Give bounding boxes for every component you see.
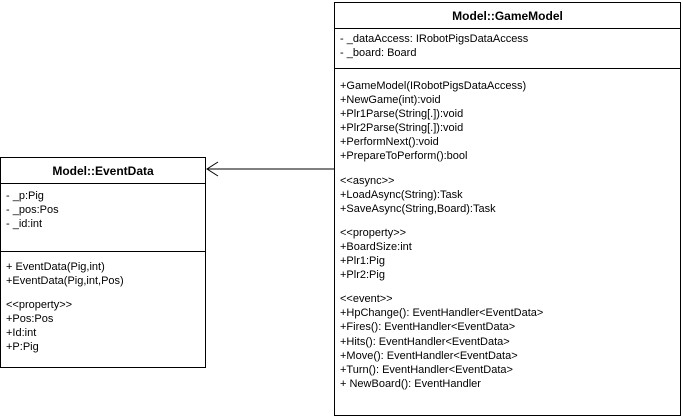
method-item: +LoadAsync(String):Task xyxy=(340,188,463,201)
class-game-model[interactable]: Model::GameModel - _dataAccess: IRobotPi… xyxy=(334,2,681,416)
method-item: +GameModel(IRobotPigsDataAccess) xyxy=(340,80,527,92)
property-item: +BoardSize:int xyxy=(340,240,412,253)
method-item: + EventData(Pig,int) xyxy=(6,261,105,273)
arrow-head-icon xyxy=(206,161,219,177)
stereotype-label: <<async>> xyxy=(340,174,395,187)
field-item: - _board: Board xyxy=(340,47,417,60)
event-item: +Fires(): EventHandler<EventData> xyxy=(340,321,516,334)
event-item: +HpChange(): EventHandler<EventData> xyxy=(340,307,544,320)
event-item: +Hits(): EventHandler<EventData> xyxy=(340,335,510,348)
field-item: - _pos:Pos xyxy=(6,204,59,217)
property-item: +Plr2:Pig xyxy=(340,269,385,282)
property-item: +Id:int xyxy=(6,327,37,340)
class-title: Model::GameModel xyxy=(335,3,680,29)
event-item: +Move(): EventHandler<EventData> xyxy=(340,349,518,362)
method-item: +NewGame(int):void xyxy=(340,94,441,107)
methods-section: +GameModel(IRobotPigsDataAccess) +NewGam… xyxy=(335,69,680,391)
field-item: - _p:Pig xyxy=(6,190,44,202)
class-event-data[interactable]: Model::EventData - _p:Pig - _pos:Pos - _… xyxy=(0,157,206,368)
fields-section: - _dataAccess: IRobotPigsDataAccess - _b… xyxy=(335,29,680,69)
class-title: Model::EventData xyxy=(1,158,205,184)
method-item: +EventData(Pig,int,Pos) xyxy=(6,275,124,288)
property-item: +Pos:Pos xyxy=(6,313,54,326)
property-item: +P:Pig xyxy=(6,341,39,354)
methods-section: + EventData(Pig,int) +EventData(Pig,int,… xyxy=(1,252,205,355)
method-item: +PerformNext():void xyxy=(340,136,439,149)
group-gap xyxy=(340,164,680,174)
group-gap xyxy=(340,216,680,226)
field-item: - _dataAccess: IRobotPigsDataAccess xyxy=(340,33,529,45)
method-item: +Plr1Parse(String[.]):void xyxy=(340,108,464,121)
property-item: +Plr1:Pig xyxy=(340,255,385,268)
group-gap xyxy=(6,288,205,298)
method-item: +PrepareToPerform():bool xyxy=(340,150,468,163)
stereotype-label: <<property>> xyxy=(340,226,407,239)
stereotype-label: <<property>> xyxy=(6,299,73,312)
method-item: +Plr2Parse(String[.]):void xyxy=(340,122,464,135)
field-item: - _id:int xyxy=(6,218,43,231)
fields-section: - _p:Pig - _pos:Pos - _id:int xyxy=(1,184,205,252)
event-item: + NewBoard(): EventHandler xyxy=(340,377,481,390)
event-item: +Turn(): EventHandler<EventData> xyxy=(340,363,513,376)
group-gap xyxy=(340,282,680,292)
stereotype-label: <<event>> xyxy=(340,293,393,306)
method-item: +SaveAsync(String,Board):Task xyxy=(340,202,496,215)
